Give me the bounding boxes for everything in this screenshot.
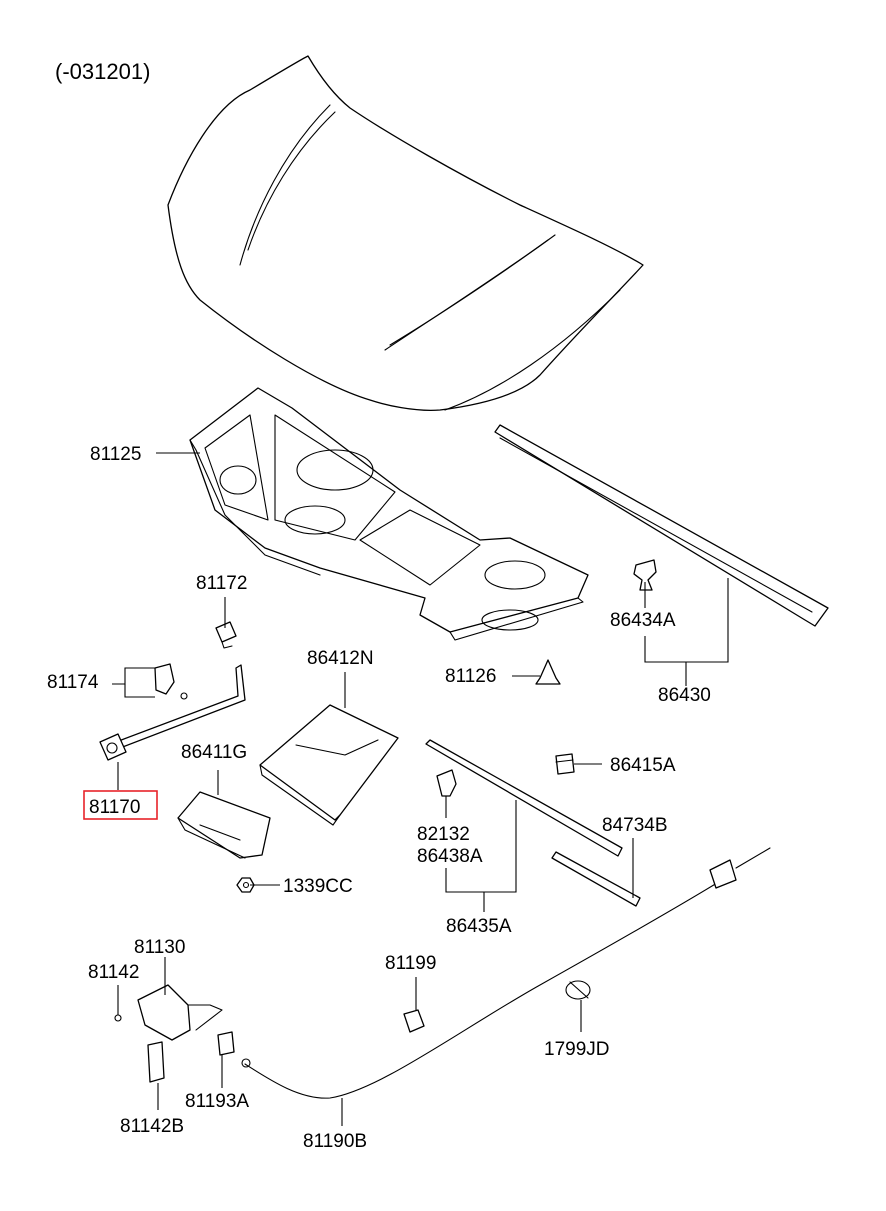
part-label-86438A[interactable]: 86438A bbox=[417, 846, 483, 867]
part-label-84734B[interactable]: 84734B bbox=[602, 815, 668, 836]
release-cable-drawing bbox=[241, 847, 771, 1099]
seal-strip-drawing bbox=[425, 739, 641, 907]
grommet-81126-drawing bbox=[535, 659, 561, 685]
air-duct-86412N-drawing bbox=[259, 704, 399, 826]
part-label-86434A[interactable]: 86434A bbox=[610, 610, 676, 631]
part-label-81170[interactable]: 81170 bbox=[89, 797, 140, 818]
part-label-81193A[interactable]: 81193A bbox=[185, 1091, 249, 1112]
part-label-82132[interactable]: 82132 bbox=[417, 824, 470, 845]
part-label-81142B[interactable]: 81142B bbox=[120, 1116, 184, 1137]
clip-81174-drawing bbox=[154, 663, 188, 700]
air-guide-86411G-drawing bbox=[177, 791, 271, 859]
hood-panel-drawing bbox=[167, 55, 644, 411]
part-label-1339CC[interactable]: 1339CC bbox=[283, 876, 353, 897]
holder-81172-drawing bbox=[215, 621, 237, 649]
hood-insulator-drawing bbox=[189, 387, 589, 641]
part-label-81199[interactable]: 81199 bbox=[385, 953, 436, 974]
weatherstrip-drawing bbox=[494, 424, 829, 627]
part-label-86412N[interactable]: 86412N bbox=[307, 648, 374, 669]
plug-86415A-drawing bbox=[555, 753, 575, 775]
clamp-1799JD-drawing bbox=[565, 980, 591, 1000]
clip-86434A-drawing bbox=[633, 559, 657, 591]
hood-latch-drawing bbox=[114, 984, 235, 1083]
clip-82132-drawing bbox=[436, 769, 457, 797]
date-note: (-031201) bbox=[55, 59, 150, 84]
part-label-81142[interactable]: 81142 bbox=[88, 962, 139, 983]
part-label-1799JD[interactable]: 1799JD bbox=[544, 1039, 610, 1060]
leader-lines bbox=[112, 452, 729, 1126]
part-label-81130[interactable]: 81130 bbox=[134, 937, 185, 958]
part-label-86435A[interactable]: 86435A bbox=[446, 916, 512, 937]
part-label-81190B[interactable]: 81190B bbox=[303, 1131, 367, 1152]
part-label-86430[interactable]: 86430 bbox=[658, 685, 711, 706]
part-label-81172[interactable]: 81172 bbox=[196, 573, 247, 594]
clip-81199-drawing bbox=[403, 1009, 425, 1033]
part-label-81125[interactable]: 81125 bbox=[90, 444, 141, 465]
highlight-box bbox=[83, 790, 158, 820]
part-label-81126[interactable]: 81126 bbox=[445, 666, 496, 687]
part-label-86411G[interactable]: 86411G bbox=[181, 742, 247, 763]
part-label-81174[interactable]: 81174 bbox=[47, 672, 99, 693]
hood-stay-rod-drawing bbox=[99, 664, 246, 761]
part-label-86415A[interactable]: 86415A bbox=[610, 755, 676, 776]
